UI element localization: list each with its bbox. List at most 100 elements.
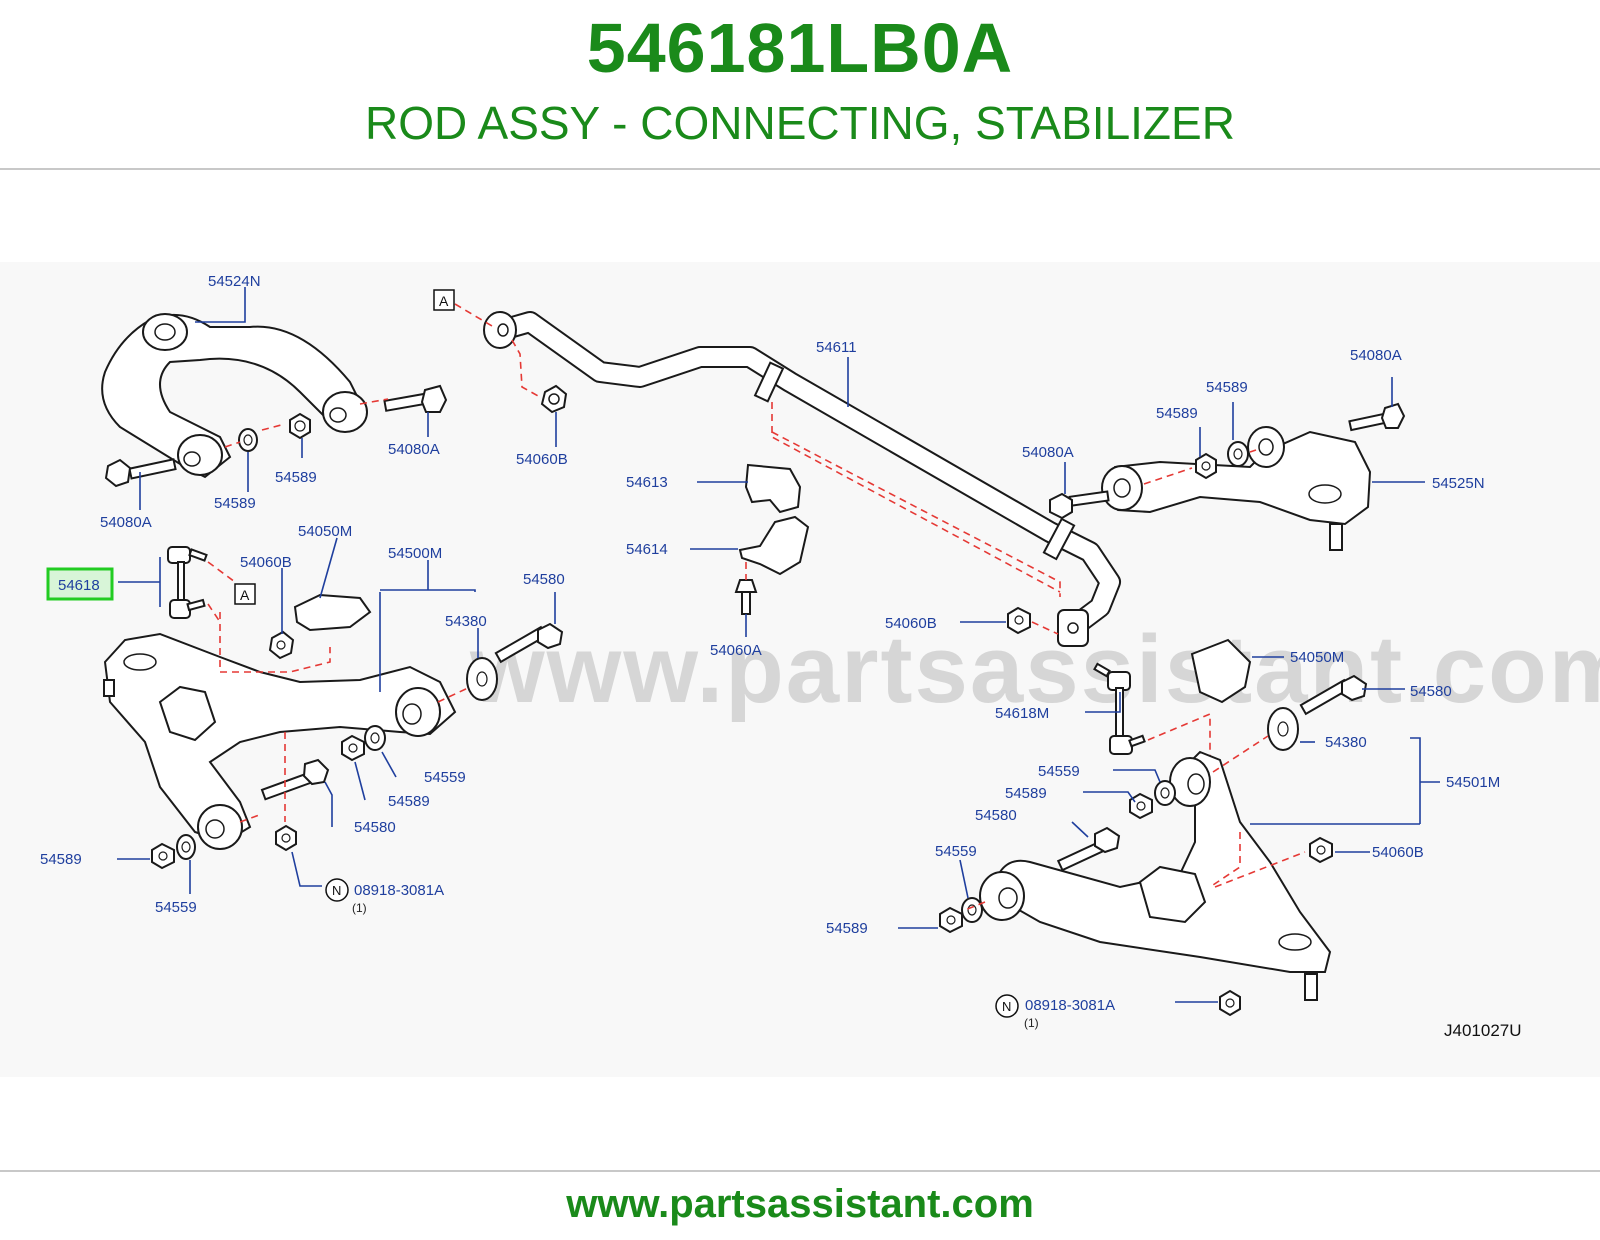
leader-lines <box>117 287 1440 1003</box>
callout-54559-2: 54559 <box>155 899 197 916</box>
bushing-54613[interactable] <box>744 463 802 514</box>
callout-54080a-2: 54080A <box>388 441 440 458</box>
watermark: www.partsassistant.com <box>469 616 1600 723</box>
callout-54060b-1: 54060B <box>516 451 568 468</box>
callout-54559-4: 54559 <box>935 843 977 860</box>
nut-54589-left-1[interactable] <box>341 734 365 762</box>
callout-54060b-3: 54060B <box>885 615 937 632</box>
bar-bushing-dashline <box>771 402 1061 597</box>
washer-54559-right-1[interactable] <box>1154 780 1176 806</box>
highlight-box-54618[interactable]: 54618 <box>46 567 114 601</box>
n-symbol-2: N <box>995 994 1019 1018</box>
callout-54580-4: 54580 <box>975 807 1017 824</box>
part-number-title: 546181LB0A <box>586 9 1014 87</box>
nut-08918-right[interactable] <box>1219 989 1241 1017</box>
rod-left-dashline <box>207 561 236 623</box>
nut-54060b-right-upper[interactable] <box>1007 606 1031 635</box>
callout-54380-2: 54380 <box>1325 734 1367 751</box>
callout-08918-3081a-1: 08918-3081A <box>354 882 444 899</box>
callout-54614: 54614 <box>626 541 668 558</box>
callout-54525n: 54525N <box>1432 475 1485 492</box>
callout-54589-8: 54589 <box>826 920 868 937</box>
nut-54589-left-2[interactable] <box>151 842 175 870</box>
footer-divider <box>0 1170 1600 1172</box>
callout-54524n: 54524N <box>208 273 261 290</box>
callout-54060a: 54060A <box>710 642 762 659</box>
washer-54589-upper-right-2[interactable] <box>1227 441 1249 467</box>
nut-54060b-upper[interactable] <box>540 384 568 414</box>
callout-54589-6: 54589 <box>40 851 82 868</box>
connecting-rod-54618[interactable] <box>167 546 208 619</box>
svg-text:N: N <box>332 883 341 898</box>
bolt-54580-left-1[interactable] <box>494 622 564 664</box>
bump-stopper-54050m-left[interactable] <box>293 593 372 632</box>
bolt-54080a-upper-right-2[interactable] <box>1049 490 1110 520</box>
svg-text:A: A <box>439 293 449 309</box>
bolt-54580-left-2[interactable] <box>260 758 330 801</box>
callout-54501m: 54501M <box>1446 774 1500 791</box>
qty-1: (1) <box>352 901 367 915</box>
callout-54500m: 54500M <box>388 545 442 562</box>
bolt-54080a-upper-left-1[interactable] <box>383 384 448 413</box>
callout-54080a-1: 54080A <box>100 514 152 531</box>
ref-box-a-2: A <box>234 583 256 605</box>
bolt-54060a[interactable] <box>734 579 758 615</box>
lower-right-dashline <box>964 735 1306 911</box>
upper-left-dashline <box>224 398 389 448</box>
stabilizer-bar[interactable] <box>483 311 1121 647</box>
parts-diagram: www.partsassistant.com <box>0 262 1600 1077</box>
nut-54060b-right-lower[interactable] <box>1309 836 1333 864</box>
washer-54559-left-1[interactable] <box>364 725 386 751</box>
callout-54589-1: 54589 <box>214 495 256 512</box>
bracket-54614[interactable] <box>738 515 810 576</box>
drawing-code: J401027U <box>1444 1021 1522 1040</box>
callout-54380-1: 54380 <box>445 613 487 630</box>
part-name-subtitle: ROD ASSY - CONNECTING, STABILIZER <box>365 97 1235 149</box>
n-symbol-1: N <box>325 878 349 902</box>
nut-54589-right-1[interactable] <box>1129 792 1153 820</box>
washer-54589-upper-left-1[interactable] <box>238 428 258 452</box>
washer-54589-upper-right-1[interactable] <box>1195 452 1217 480</box>
bolt-54580-right-2[interactable] <box>1056 826 1121 872</box>
bolt-54580-right-1[interactable] <box>1299 674 1368 716</box>
qty-2: (1) <box>1024 1016 1039 1030</box>
nut-54589-right-2[interactable] <box>939 906 963 934</box>
svg-text:A: A <box>240 587 250 603</box>
parts-diagram-svg: www.partsassistant.com <box>40 273 1600 1040</box>
bump-stopper-54050m-right[interactable] <box>1190 638 1252 704</box>
callout-54050m-2: 54050M <box>1290 649 1344 666</box>
callout-54559-3: 54559 <box>1038 763 1080 780</box>
callout-54589-5: 54589 <box>388 793 430 810</box>
washer-54380-right[interactable] <box>1267 707 1299 751</box>
washer-54589-upper-left-2[interactable] <box>289 412 311 440</box>
callout-54611: 54611 <box>816 339 857 356</box>
washer-54559-left-2[interactable] <box>176 834 196 860</box>
washer-54559-right-2[interactable] <box>961 897 983 923</box>
callout-labels: 54524N 54080A 54589 54589 54080A A 54060… <box>40 273 1522 1040</box>
callout-08918-3081a-2: 08918-3081A <box>1025 997 1115 1014</box>
bolt-54080a-upper-right-1[interactable] <box>1348 402 1406 432</box>
callout-54050m-1: 54050M <box>298 523 352 540</box>
bolt-54080a-upper-left-2[interactable] <box>104 458 177 488</box>
nut-54060b-left[interactable] <box>268 630 295 660</box>
callout-54559-1: 54559 <box>424 769 466 786</box>
upper-link-left[interactable] <box>101 313 368 479</box>
header-divider <box>0 168 1600 170</box>
callout-54060b-2: 54060B <box>240 554 292 571</box>
connecting-rod-54618m[interactable] <box>1093 662 1146 755</box>
lower-left-dashline <box>219 612 471 823</box>
callout-54618m: 54618M <box>995 705 1049 722</box>
svg-text:N: N <box>1002 999 1011 1014</box>
callout-54618: 54618 <box>58 577 100 594</box>
upper-link-right[interactable] <box>1101 426 1372 551</box>
lower-arm-left[interactable] <box>103 632 457 850</box>
washer-54380-left[interactable] <box>466 657 498 701</box>
callout-54580-3: 54580 <box>354 819 396 836</box>
nut-08918-left[interactable] <box>275 824 297 852</box>
upper-right-dashline <box>1143 449 1257 485</box>
callout-54080a-4: 54080A <box>1022 444 1074 461</box>
callout-54580-1: 54580 <box>523 571 565 588</box>
footer-url[interactable]: www.partsassistant.com <box>566 1182 1034 1226</box>
callout-54589-7: 54589 <box>1005 785 1047 802</box>
callout-54589-4: 54589 <box>1156 405 1198 422</box>
